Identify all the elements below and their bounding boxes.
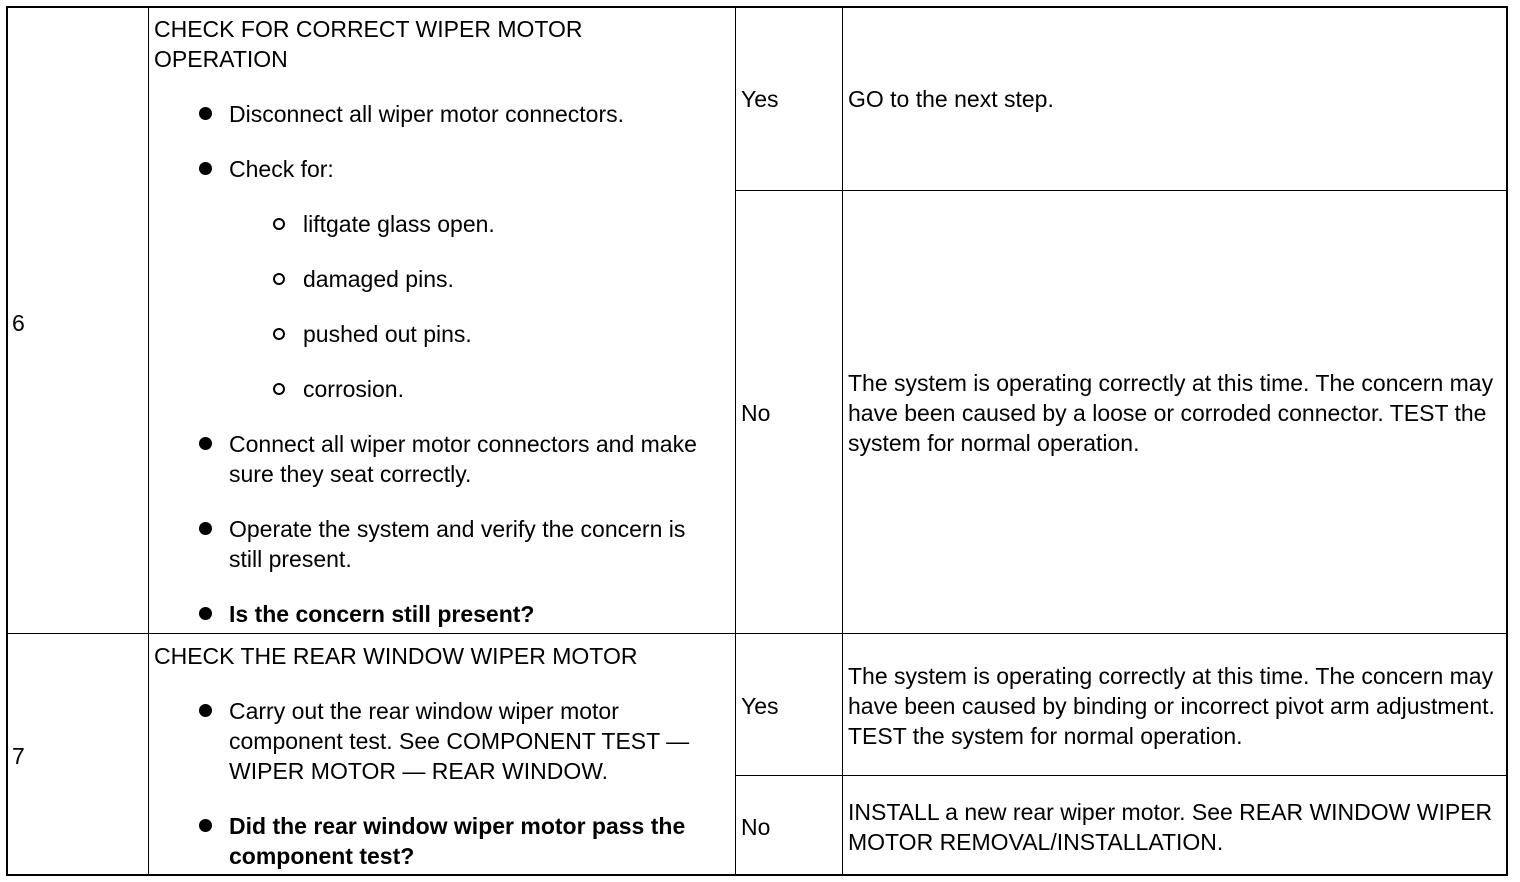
list-item-text: Operate the system and verify the concer… <box>229 516 686 572</box>
column-divider <box>842 8 843 874</box>
action-text: The system is operating correctly at thi… <box>848 663 1495 749</box>
bullet-icon <box>199 607 212 620</box>
list-item: Connect all wiper motor connectors and m… <box>199 429 709 489</box>
row-divider <box>8 633 1506 634</box>
step-number: 6 <box>12 310 25 336</box>
list-item-text: Disconnect all wiper motor connectors. <box>229 101 624 127</box>
list-item-text: Did the rear window wiper motor pass the… <box>229 813 686 869</box>
action-text: INSTALL a new rear wiper motor. See REAR… <box>848 799 1493 855</box>
row-divider <box>735 775 1506 776</box>
column-divider <box>148 8 149 874</box>
list-item-text: Is the concern still present? <box>229 601 535 627</box>
bullet-icon <box>199 437 212 450</box>
sub-list-item: liftgate glass open. <box>273 209 703 239</box>
bullet-icon <box>199 162 212 175</box>
action-text: The system is operating correctly at thi… <box>848 370 1494 456</box>
circle-bullet-icon <box>273 218 285 230</box>
bullet-icon <box>199 704 212 717</box>
list-item-text: Connect all wiper motor connectors and m… <box>229 431 697 487</box>
step-number: 7 <box>12 743 25 769</box>
list-item: Carry out the rear window wiper motor co… <box>199 696 709 786</box>
bullet-icon <box>199 107 212 120</box>
circle-bullet-icon <box>273 383 285 395</box>
list-item-text: Carry out the rear window wiper motor co… <box>229 698 690 784</box>
answer-yes: Yes <box>741 86 779 112</box>
answer-no: No <box>741 400 771 426</box>
sub-list-item: pushed out pins. <box>273 319 703 349</box>
list-item-text: damaged pins. <box>303 266 454 292</box>
list-item-question: Did the rear window wiper motor pass the… <box>199 811 709 871</box>
diagnostic-table: 6 CHECK FOR CORRECT WIPER MOTOR OPERATIO… <box>6 6 1508 876</box>
step-title: CHECK THE REAR WINDOW WIPER MOTOR <box>154 643 638 669</box>
action-text: GO to the next step. <box>848 86 1054 112</box>
list-item-text: corrosion. <box>303 376 404 402</box>
list-item: Disconnect all wiper motor connectors. <box>199 99 709 129</box>
row-divider <box>735 190 1506 191</box>
bullet-icon <box>199 522 212 535</box>
list-item-text: pushed out pins. <box>303 321 472 347</box>
column-divider <box>735 8 736 874</box>
circle-bullet-icon <box>273 328 285 340</box>
sub-list-item: damaged pins. <box>273 264 703 294</box>
answer-no: No <box>741 814 771 840</box>
answer-yes: Yes <box>741 693 779 719</box>
list-item-text: liftgate glass open. <box>303 211 495 237</box>
list-item: Operate the system and verify the concer… <box>199 514 709 574</box>
step-title: CHECK FOR CORRECT WIPER MOTOR OPERATION <box>154 16 583 72</box>
circle-bullet-icon <box>273 273 285 285</box>
list-item-question: Is the concern still present? <box>199 599 709 629</box>
list-item-text: Check for: <box>229 156 334 182</box>
list-item: Check for: <box>199 154 709 184</box>
sub-list-item: corrosion. <box>273 374 703 404</box>
bullet-icon <box>199 819 212 832</box>
